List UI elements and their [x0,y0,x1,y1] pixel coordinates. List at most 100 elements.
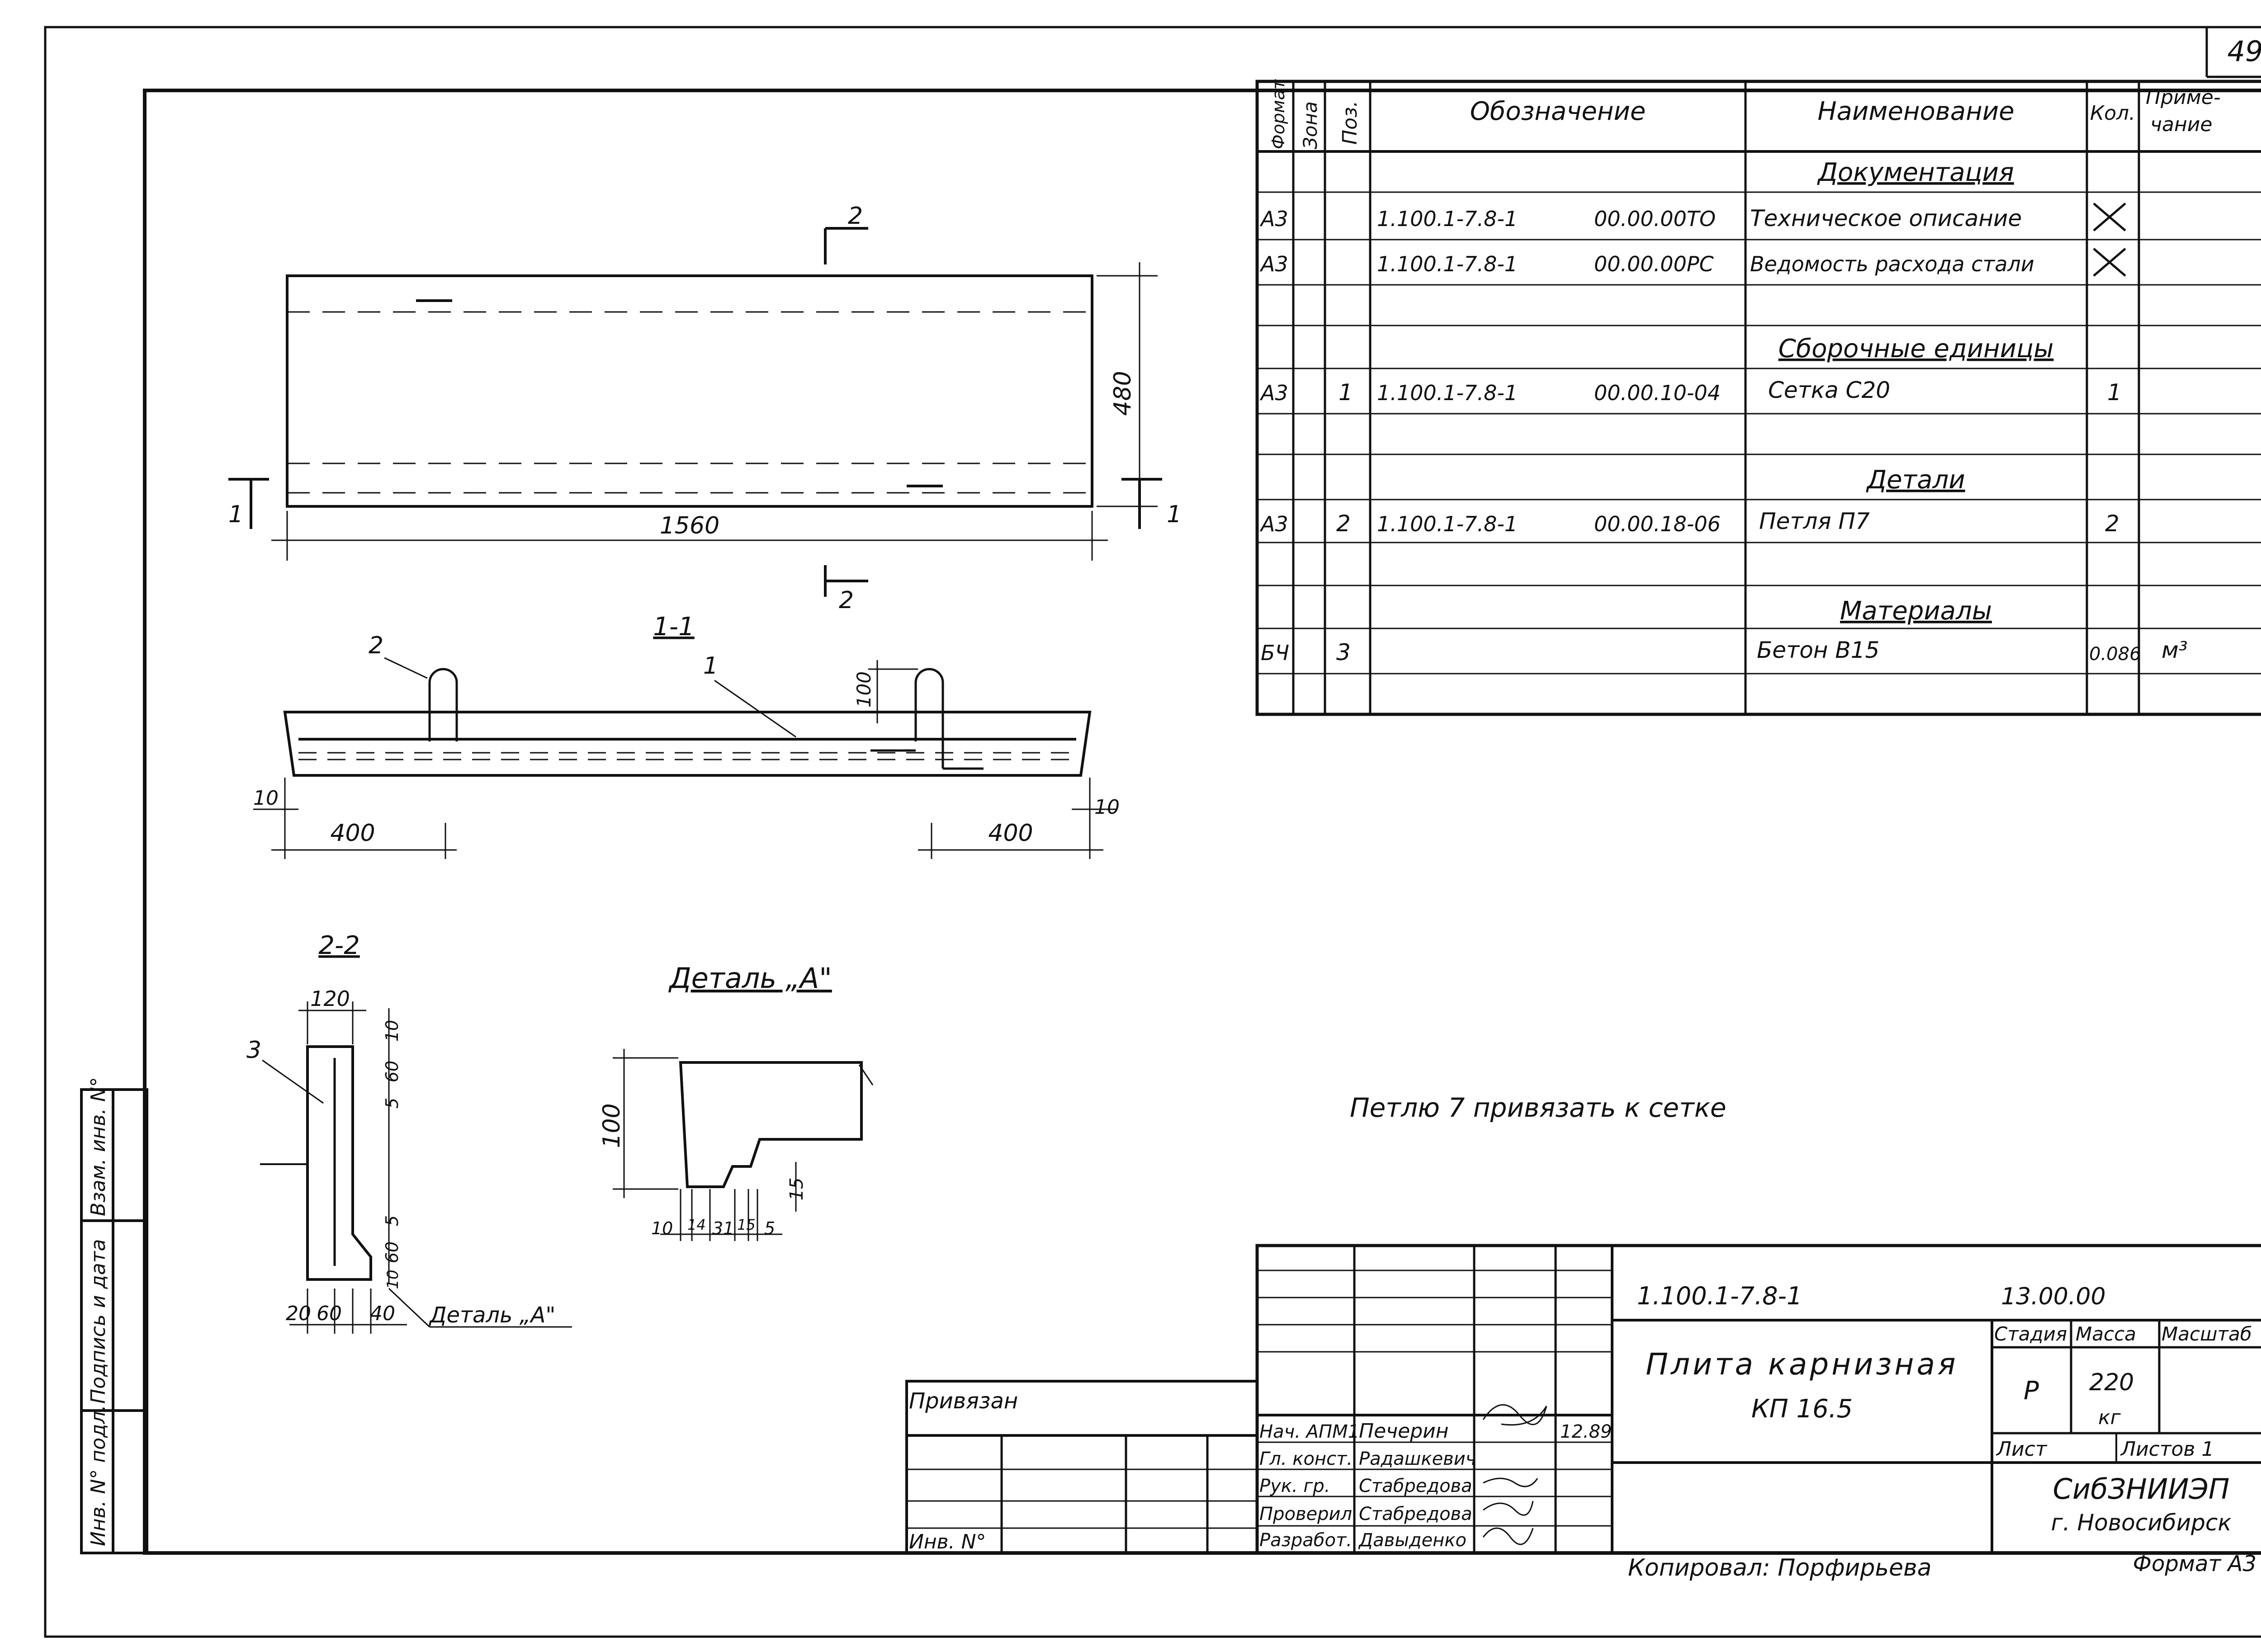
detail-a-dim-15: 15 [786,1178,807,1201]
role-row: Нач. АПМ1 [1259,1421,1359,1442]
org-line-1: СибЗНИИЭП [2053,1473,2230,1506]
mass-label: Масса [2076,1323,2136,1345]
section-1-1-dim-edge-right: 10 [1094,796,1120,819]
header-note-line1: Приме- [2146,86,2221,109]
role-row: Гл. конст. [1259,1449,1353,1469]
table-row: А3 1 1.100.1-7.8-1 00.00.10-04 Сетка С20… [1259,377,2122,406]
svg-text:м³: м³ [2162,637,2188,663]
svg-text:А3: А3 [1259,512,1288,536]
table-row: БЧ 3 Бетон В15 0.086 м³ [1261,637,2188,666]
detail-a-dim-15b: 15 [737,1216,756,1233]
section-mark-1-left: 1 [228,501,243,528]
section-2-2-dim-bottom-60: 60 [317,1302,342,1325]
plan-view: 1560 480 1 1 2 2 [228,203,1182,614]
section-assembly-units: Сборочные единицы [1779,334,2054,363]
svg-text:Техническое описание: Техническое описание [1750,205,2022,231]
header-designation: Обозначение [1470,97,1646,126]
header-zone: Зона [1299,101,1321,149]
tied-label: Привязан [909,1388,1018,1414]
role-name: Печерин [1359,1420,1449,1443]
role-name: Давыденко [1358,1530,1466,1551]
mass-value: 220 [2089,1369,2134,1396]
section-2-2-dim-60b: 60 [382,1241,402,1263]
svg-text:0.086: 0.086 [2089,644,2141,665]
cross-mark [2093,248,2126,277]
section-1-1: 1-1 2 1 100 400 400 10 10 [253,612,1120,859]
section-materials: Материалы [1840,596,1992,626]
mass-unit: кг [2098,1406,2121,1429]
role-name: Стабредова [1359,1504,1472,1525]
section-1-1-callout-1: 1 [703,652,718,680]
svg-text:1: 1 [1339,379,1353,406]
section-2-2-title: 2-2 [318,931,359,960]
spec-table: Формат Зона Поз. Обозначение Наименовани… [1255,79,2261,716]
section-1-1-dim-left: 400 [330,820,375,847]
stage-label: Стадия [1994,1323,2067,1345]
detail-a-dim-100: 100 [598,1103,625,1148]
format-label: Формат А3 [2133,1551,2256,1576]
stage-value: Р [2024,1376,2039,1406]
section-1-1-dim-right: 400 [988,820,1033,847]
detail-a-dim-10: 10 [651,1218,673,1238]
svg-text:00.00.00ТО: 00.00.00ТО [1594,207,1716,231]
header-name: Наименование [1817,97,2014,126]
role-name: Радашкевич [1359,1449,1476,1469]
side-stamp-signature-date: Подпись и дата [87,1239,110,1404]
side-stamp: Инв. N° подл. Подпись и дата Взам. инв. … [80,1077,148,1554]
assembly-note: Петлю 7 привязать к сетке [1350,1092,1726,1123]
scale-label: Масштаб [2162,1323,2252,1345]
inv-label: Инв. N° [909,1530,986,1553]
svg-text:1.100.1-7.8-1: 1.100.1-7.8-1 [1377,512,1518,536]
svg-text:00.00.00РС: 00.00.00РС [1594,252,1714,276]
section-2-2-dim-bottom-40: 40 [370,1302,395,1325]
section-2-2-dim-top-width: 120 [310,986,350,1011]
header-note-line2: чание [2150,113,2212,136]
section-documentation: Документация [1816,158,2014,187]
detail-a-title: Деталь „А" [668,962,832,995]
section-2-2: 2-2 3 120 10 60 5 5 60 10 20 60 40 Детал… [246,931,572,1334]
svg-text:1.100.1-7.8-1: 1.100.1-7.8-1 [1377,207,1518,231]
svg-text:Сетка С20: Сетка С20 [1768,377,1890,403]
copied-by: Копировал: Порфирьева [1628,1554,1931,1581]
detail-a-dim-5: 5 [764,1218,775,1238]
sheet-label: Лист [1996,1438,2048,1461]
svg-text:2: 2 [2105,510,2119,537]
header-pos: Поз. [1339,101,1362,145]
cross-mark [2093,203,2126,231]
header-format: Формат [1268,79,1288,149]
section-mark-1-right: 1 [1167,501,1182,528]
detail-a-dim-14: 14 [687,1216,706,1233]
section-2-2-dim-5a: 5 [382,1098,402,1109]
role-name: Стабредова [1359,1476,1472,1496]
section-1-1-title: 1-1 [653,612,694,642]
section-mark-2-bottom: 2 [839,587,854,614]
svg-text:00.00.18-06: 00.00.18-06 [1594,512,1721,536]
section-details: Детали [1865,465,1965,495]
svg-text:А3: А3 [1259,381,1288,405]
section-1-1-dim-loop-height: 100 [853,671,875,708]
section-2-2-dim-10b: 10 [384,1270,402,1289]
role-row: Разработ. [1259,1530,1352,1551]
svg-text:1: 1 [2107,379,2122,406]
svg-text:1.100.1-7.8-1: 1.100.1-7.8-1 [1377,381,1518,405]
org-line-2: г. Новосибирск [2051,1510,2231,1536]
section-2-2-dim-60a: 60 [382,1061,402,1082]
title-doc-code: 1.100.1-7.8-1 [1637,1282,1802,1310]
svg-text:БЧ: БЧ [1261,641,1289,665]
svg-text:Петля П7: Петля П7 [1759,508,1870,534]
svg-text:1.100.1-7.8-1: 1.100.1-7.8-1 [1377,252,1518,276]
role-row: Проверил [1259,1504,1352,1525]
svg-text:00.00.10-04: 00.00.10-04 [1594,381,1721,405]
svg-text:А3: А3 [1259,207,1288,231]
section-1-1-callout-2: 2 [369,632,383,659]
signature-mark [1482,1404,1547,1426]
title-line-2: КП 16.5 [1751,1394,1853,1424]
section-1-1-dim-edge-left: 10 [253,787,279,810]
side-stamp-inv-original: Инв. N° подл. [87,1405,110,1546]
signature-mark [1482,1527,1534,1545]
table-row: А3 1.100.1-7.8-1 00.00.00РС Ведомость ра… [1259,248,2126,277]
role-date: 12.89 [1560,1421,1612,1442]
detail-a: Деталь „А" 100 15 10 14 31 15 5 [598,962,874,1241]
svg-text:2: 2 [1336,510,1351,537]
